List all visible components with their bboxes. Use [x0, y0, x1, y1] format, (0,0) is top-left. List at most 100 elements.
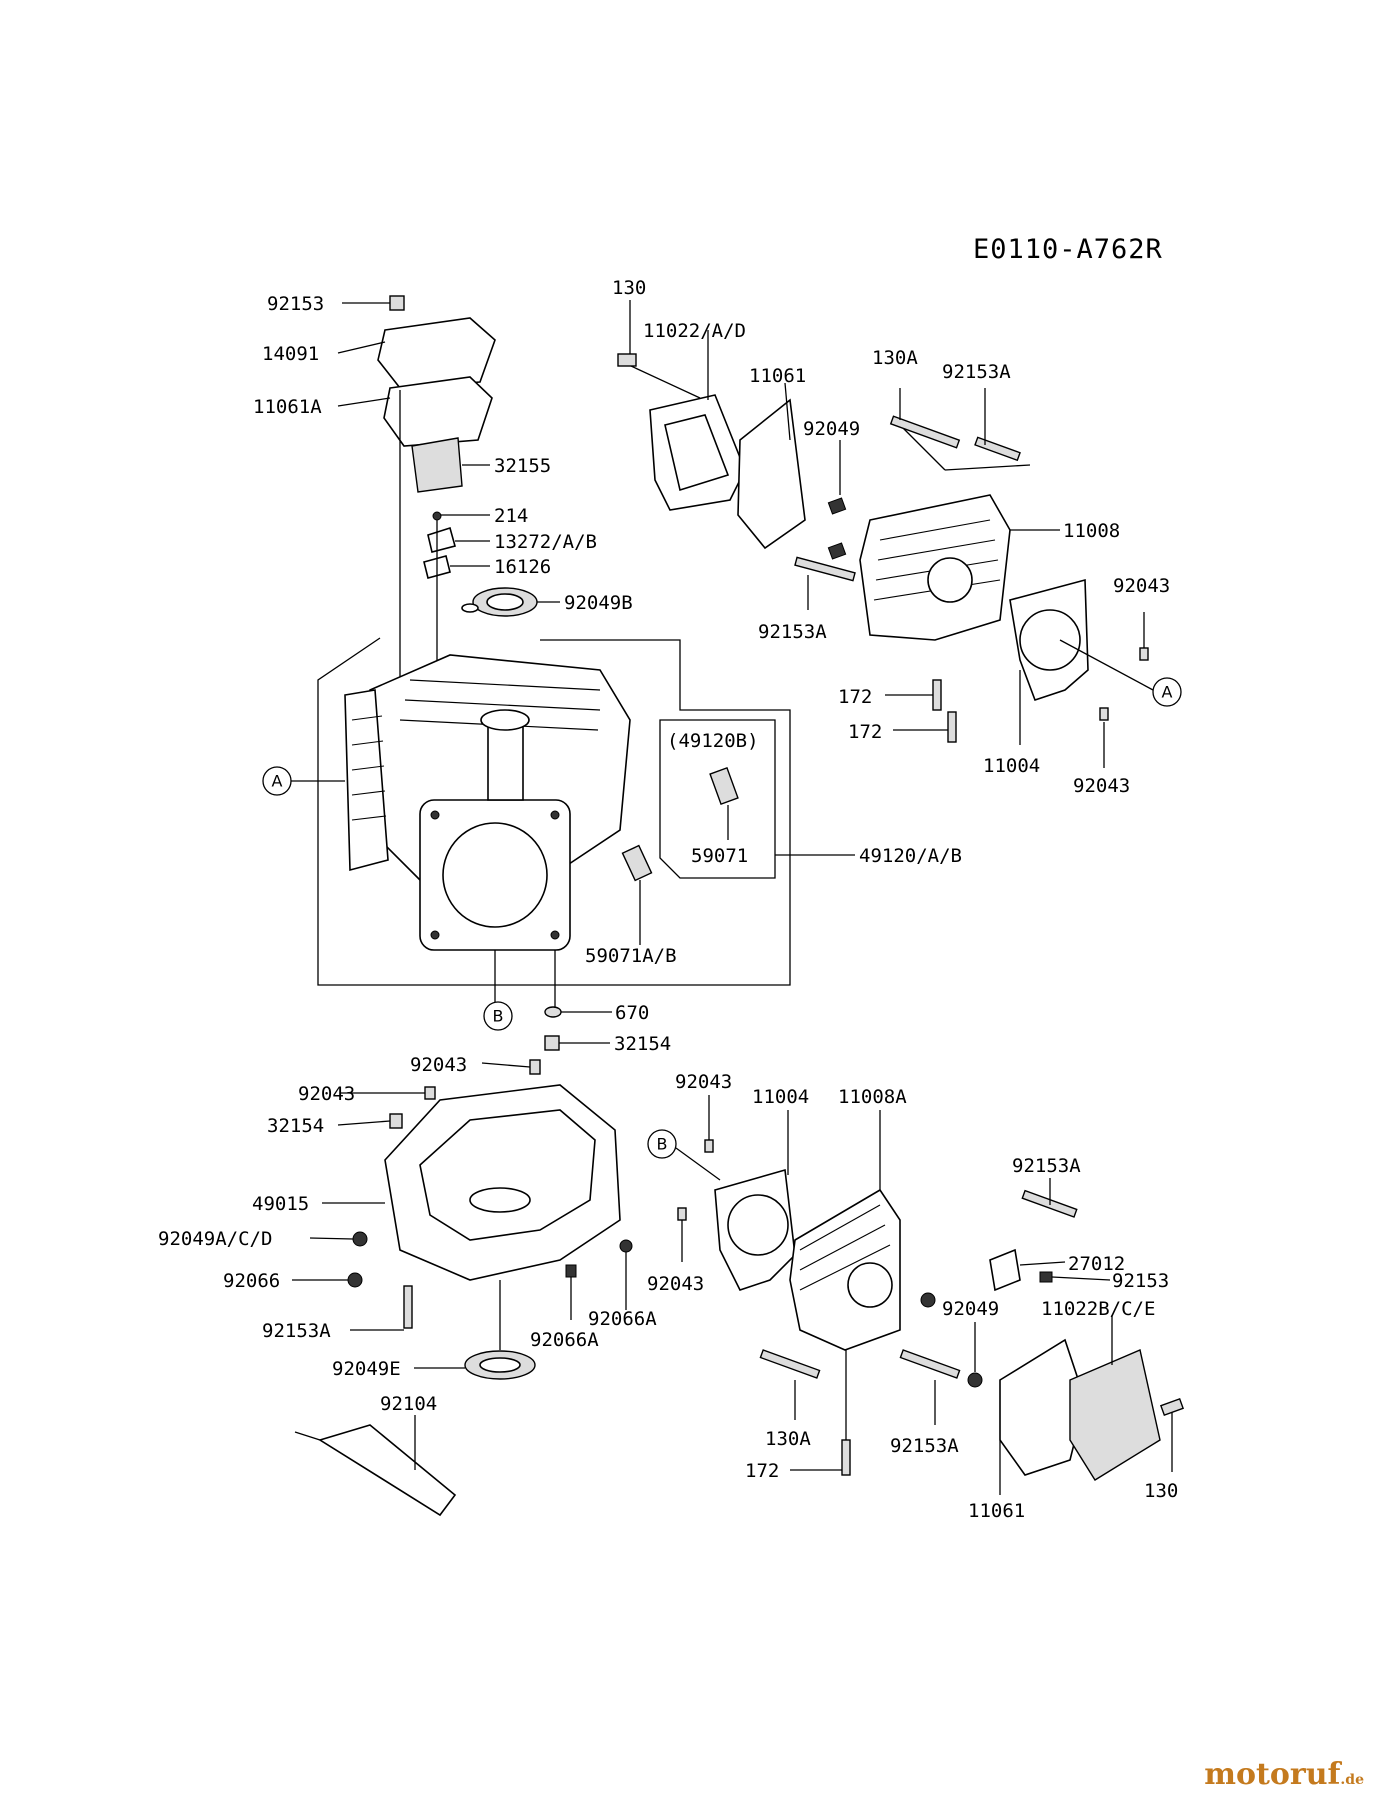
dowel-92043-r1-part — [1139, 647, 1149, 661]
gasket-11061A-part — [383, 376, 493, 447]
label-92049ACD: 92049A/C/D — [158, 1228, 272, 1250]
circle-ref-B-right — [647, 1129, 677, 1159]
label-130-top: 130 — [612, 277, 646, 299]
dowel-92043-c1-part — [529, 1059, 541, 1075]
label-11008: 11008 — [1063, 520, 1120, 542]
bolt-92153A-mid-part — [794, 556, 856, 582]
label-92043-h2: 92043 — [647, 1273, 704, 1295]
label-14091: 14091 — [262, 343, 319, 365]
bolt-92153A-low2-part — [899, 1349, 961, 1379]
label-32154-a: 32154 — [614, 1033, 671, 1055]
label-49120B: (49120B) — [667, 730, 759, 752]
label-16126: 16126 — [494, 556, 551, 578]
label-92043-c2: 92043 — [298, 1083, 355, 1105]
cover-leaders — [337, 302, 560, 720]
plug-92066A-a-part — [619, 1239, 633, 1253]
svg-text:B: B — [493, 1007, 504, 1026]
label-92049E: 92049E — [332, 1358, 401, 1380]
cover-stack-group — [377, 295, 538, 617]
label-11008A: 11008A — [838, 1086, 907, 1108]
head-11008A-part — [789, 1188, 901, 1351]
breather-32155-part — [411, 437, 463, 493]
label-11061-low: 11061 — [968, 1500, 1025, 1522]
screw-214-part — [432, 511, 442, 521]
bolt-92153A-low-part — [403, 1285, 413, 1329]
bolt-92153-h-part — [1039, 1271, 1053, 1283]
label-92153A-top: 92153A — [942, 361, 1011, 383]
top-rocker-cover-group — [617, 300, 806, 550]
label-214: 214 — [494, 505, 528, 527]
label-670: 670 — [615, 1002, 649, 1024]
dowel-32154-b-part — [389, 1113, 403, 1129]
plug-92066-part — [347, 1272, 363, 1288]
label-92043-c1: 92043 — [410, 1054, 467, 1076]
label-11022BCE: 11022B/C/E — [1041, 1298, 1155, 1320]
label-172-b: 172 — [848, 721, 882, 743]
gasket-11061-top-part — [737, 398, 806, 550]
label-92066A-a: 92066A — [588, 1308, 657, 1330]
label-92153A-h: 92153A — [1012, 1155, 1081, 1177]
oring-670-part — [544, 1006, 562, 1018]
label-59071AB: 59071A/B — [585, 945, 677, 967]
watermark-tld: .de — [1340, 1772, 1364, 1788]
stud-172-a-part — [932, 679, 942, 711]
watermark-brand: motoruf — [1204, 1757, 1341, 1792]
bolt-130A-top-part — [889, 415, 961, 449]
dowel-32154-a-part — [544, 1035, 560, 1051]
label-130A-low: 130A — [765, 1428, 811, 1450]
label-92153A-mid: 92153A — [758, 621, 827, 643]
circle-ref-A-right-text: A — [1162, 683, 1173, 702]
watermark-logo: motoruf.de — [1204, 1757, 1364, 1792]
svg-text:A: A — [272, 772, 283, 791]
bolt-92153A-top-part — [974, 436, 1021, 462]
label-92043-h1: 92043 — [675, 1071, 732, 1093]
column-part — [487, 719, 524, 801]
label-92153A-low: 92153A — [262, 1320, 331, 1342]
label-32155: 32155 — [494, 455, 551, 477]
dowel-92043-h2-part — [677, 1207, 687, 1221]
seal-92049-h-part — [920, 1292, 936, 1308]
dowel-92043-r2-part — [1099, 707, 1109, 721]
circle-ref-B-right-text: B — [657, 1135, 668, 1154]
label-11004-low: 11004 — [752, 1086, 809, 1108]
label-92066: 92066 — [223, 1270, 280, 1292]
diagram-code: E0110-A762R — [973, 234, 1163, 265]
seal-92049ACD-part — [352, 1231, 368, 1247]
circle-ref-B-center: B — [483, 1001, 513, 1031]
label-11061A: 11061A — [253, 396, 322, 418]
label-59071: 59071 — [691, 845, 748, 867]
label-13272: 13272/A/B — [494, 531, 597, 553]
cylinder-head-11008-group: A — [794, 388, 1182, 768]
bolt-130-low-part — [1159, 1397, 1185, 1417]
label-92153: 92153 — [267, 293, 324, 315]
circle-ref-A-right — [1152, 677, 1182, 707]
label-172-a: 172 — [838, 686, 872, 708]
dowel-92043-h1-part — [704, 1139, 714, 1153]
circle-ref-A-left: A — [262, 766, 345, 796]
dowel-92043-c2-part — [424, 1086, 436, 1100]
label-92043-r1: 92043 — [1113, 575, 1170, 597]
stud-172-b-part — [947, 711, 957, 743]
label-92104: 92104 — [380, 1393, 437, 1415]
bracket-27012-part — [989, 1248, 1021, 1292]
plate-13272-part — [427, 526, 456, 553]
label-92153A-low2: 92153A — [890, 1435, 959, 1457]
label-130-low: 130 — [1144, 1480, 1178, 1502]
dowel-59071-part — [709, 766, 739, 806]
dowel-59071AB-part — [621, 844, 653, 882]
label-92066A-b: 92066A — [530, 1329, 599, 1351]
label-92049B: 92049B — [564, 592, 633, 614]
label-92049-h: 92049 — [942, 1298, 999, 1320]
stud-172-low-part — [841, 1439, 851, 1476]
label-49120AB: 49120/A/B — [859, 845, 962, 867]
sealant-92104-part — [318, 1424, 457, 1517]
label-27012: 27012 — [1068, 1253, 1125, 1275]
seal-92049-top-part — [827, 497, 847, 515]
label-172-low: 172 — [745, 1460, 779, 1482]
label-92153-h: 92153 — [1112, 1270, 1169, 1292]
cylinder-head-11008A-group: B — [647, 1095, 1185, 1495]
rocker-cover-11022BCE-part — [1069, 1349, 1161, 1481]
label-11022AD: 11022/A/D — [643, 320, 746, 342]
